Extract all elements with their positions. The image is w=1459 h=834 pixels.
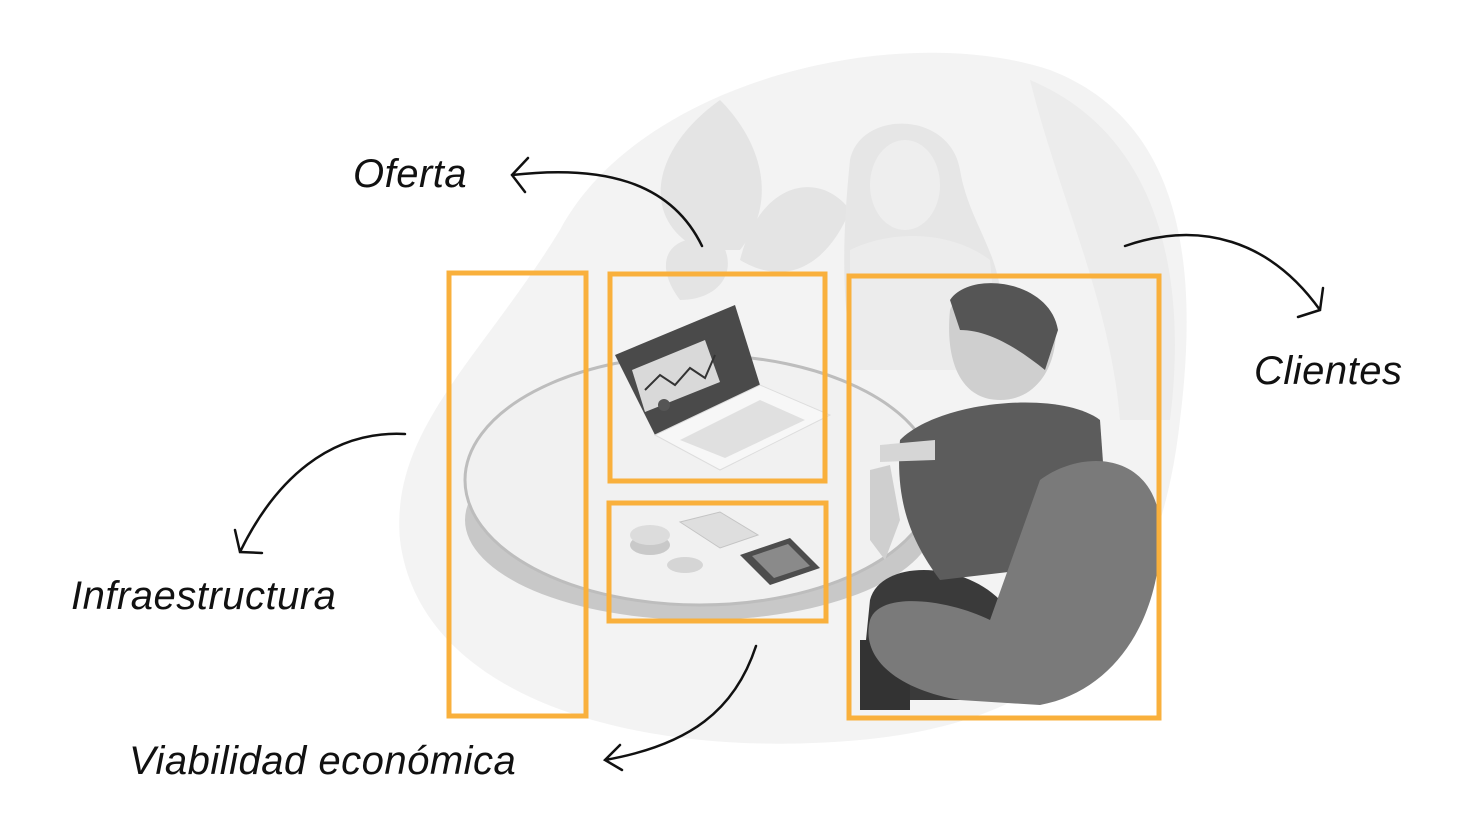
viabilidad-box xyxy=(606,500,829,624)
arrow-viabilidad xyxy=(602,644,758,772)
clientes-box xyxy=(846,273,1162,721)
plant-icon xyxy=(660,100,850,300)
highlight-boxes xyxy=(446,270,1162,721)
arrow-clientes xyxy=(1123,233,1325,319)
money-icon xyxy=(630,511,760,573)
background-blob-light xyxy=(1030,80,1175,420)
label-clientes: Clientes xyxy=(1254,349,1403,393)
label-oferta: Oferta xyxy=(353,152,468,196)
calculator-icon xyxy=(740,538,820,585)
armchair-icon xyxy=(868,460,1161,705)
oferta-box xyxy=(607,271,828,484)
arrows xyxy=(233,156,1325,772)
arrow-infraestructura xyxy=(233,432,407,555)
arrow-oferta xyxy=(510,156,704,248)
label-viabilidad: Viabilidad económica xyxy=(129,739,517,783)
label-infraestructura: Infraestructura xyxy=(71,574,337,618)
infraestructura-box xyxy=(446,270,589,719)
laptop-icon xyxy=(615,305,832,471)
